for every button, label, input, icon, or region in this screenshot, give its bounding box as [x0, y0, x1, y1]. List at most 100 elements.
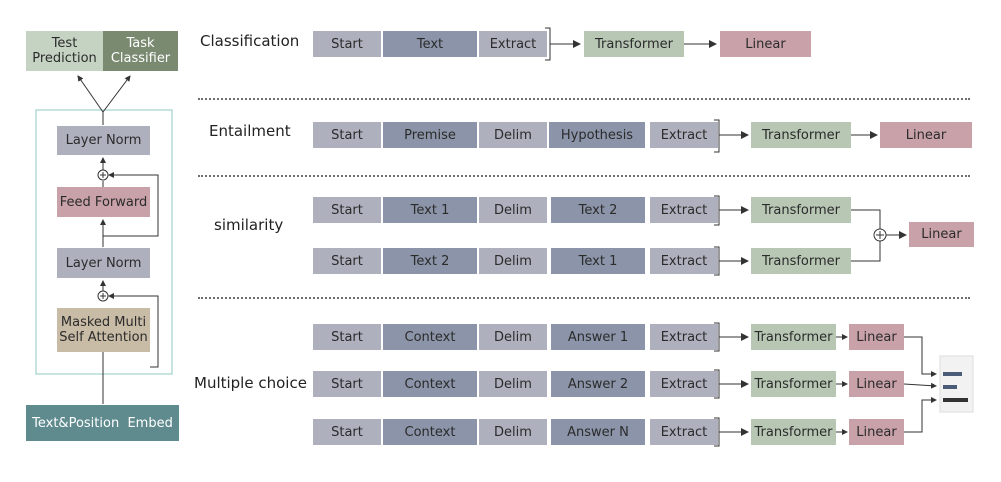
transformer-label: Transformer [754, 376, 833, 392]
feed-forward-label: Feed Forward [59, 194, 148, 210]
token-label: Text 2 [410, 253, 450, 269]
token-label: Start [331, 36, 363, 52]
transformer-label: Transformer [754, 329, 833, 345]
task-label-entailment: Entailment [209, 122, 291, 140]
token-label: Answer N [567, 424, 629, 440]
token-text: Text [383, 31, 477, 57]
token-extract: Extract [650, 197, 718, 223]
token-label: Context [404, 329, 456, 345]
token-label: Delim [494, 127, 532, 143]
task-label-classification: Classification [200, 32, 300, 50]
transformer-box: Transformer [584, 31, 684, 57]
token-extract: Extract [650, 419, 718, 445]
token-label: Extract [660, 202, 708, 218]
linear-label: Linear [905, 127, 947, 143]
token-label: Start [331, 424, 363, 440]
token-answer-2: Answer 2 [551, 371, 645, 397]
transformer-label: Transformer [761, 202, 840, 218]
feed-forward: Feed Forward [57, 187, 150, 217]
linear-label: Linear [856, 424, 897, 440]
transformer-box: Transformer [751, 324, 836, 350]
token-extract: Extract [650, 248, 718, 274]
token-delim: Delim [479, 419, 547, 445]
divider [198, 297, 970, 299]
transformer-label: Transformer [761, 127, 840, 143]
softmax-icon [939, 355, 974, 413]
token-hypothesis: Hypothesis [549, 122, 645, 148]
token-label: Start [331, 202, 363, 218]
token-label: Extract [660, 127, 708, 143]
token-context: Context [383, 419, 477, 445]
transformer-box: Transformer [751, 419, 836, 445]
layer-norm-bottom: Layer Norm [57, 248, 150, 278]
transformer-box: Transformer [751, 197, 851, 223]
task-label-multiple-choice: Multiple choice [194, 374, 307, 392]
token-label: Start [331, 127, 363, 143]
transformer-label: Transformer [761, 253, 840, 269]
token-label: Text [416, 36, 444, 52]
token-label: Extract [489, 36, 537, 52]
token-start: Start [313, 371, 381, 397]
token-delim: Delim [479, 371, 547, 397]
linear-box: Linear [880, 122, 972, 148]
linear-label: Linear [856, 329, 897, 345]
token-label: Delim [494, 424, 532, 440]
token-label: Text 1 [578, 253, 618, 269]
token-extract: Extract [650, 122, 718, 148]
transformer-label: Transformer [594, 36, 673, 52]
token-context: Context [383, 324, 477, 350]
token-label: Premise [404, 127, 456, 143]
linear-box: Linear [849, 371, 904, 397]
token-label: Extract [660, 424, 708, 440]
task-classifier-label: Task Classifier [110, 36, 171, 66]
token-delim: Delim [479, 324, 547, 350]
token-delim: Delim [479, 248, 547, 274]
token-answer-1: Answer 1 [551, 324, 645, 350]
token-label: Extract [660, 253, 708, 269]
token-delim: Delim [479, 122, 547, 148]
masked-self-attention: Masked Multi Self Attention [57, 308, 150, 352]
token-label: Start [331, 253, 363, 269]
token-label: Extract [660, 329, 708, 345]
token-text-1: Text 1 [383, 197, 477, 223]
token-label: Context [404, 424, 456, 440]
token-label: Hypothesis [560, 127, 634, 143]
linear-box: Linear [849, 419, 904, 445]
test-prediction-box: Test Prediction [26, 31, 103, 71]
masked-self-attention-label: Masked Multi Self Attention [59, 315, 148, 345]
transformer-box: Transformer [751, 248, 851, 274]
token-text-2: Text 2 [551, 197, 645, 223]
token-extract: Extract [650, 324, 718, 350]
linear-label: Linear [921, 227, 962, 242]
token-delim: Delim [479, 197, 547, 223]
token-label: Start [331, 329, 363, 345]
token-label: Extract [660, 376, 708, 392]
linear-label: Linear [745, 36, 786, 52]
layer-norm-bottom-label: Layer Norm [65, 255, 142, 271]
transformer-box: Transformer [751, 122, 851, 148]
layer-norm-top: Layer Norm [57, 126, 150, 155]
divider [198, 175, 970, 177]
token-extract: Extract [650, 371, 718, 397]
token-context: Context [383, 371, 477, 397]
linear-label: Linear [856, 376, 897, 392]
token-start: Start [313, 324, 381, 350]
linear-box: Linear [849, 324, 904, 350]
token-start: Start [313, 248, 381, 274]
linear-box: Linear [909, 222, 974, 247]
token-start: Start [313, 419, 381, 445]
token-extract: Extract [479, 31, 547, 57]
token-premise: Premise [383, 122, 477, 148]
task-classifier-box: Task Classifier [103, 31, 178, 71]
task-label-similarity: similarity [214, 216, 284, 234]
token-answer-n: Answer N [551, 419, 645, 445]
token-text-1: Text 1 [551, 248, 645, 274]
token-label: Text 2 [578, 202, 618, 218]
divider [198, 98, 970, 100]
token-start: Start [313, 197, 381, 223]
token-start: Start [313, 31, 381, 57]
token-label: Delim [494, 376, 532, 392]
linear-box: Linear [720, 31, 811, 57]
